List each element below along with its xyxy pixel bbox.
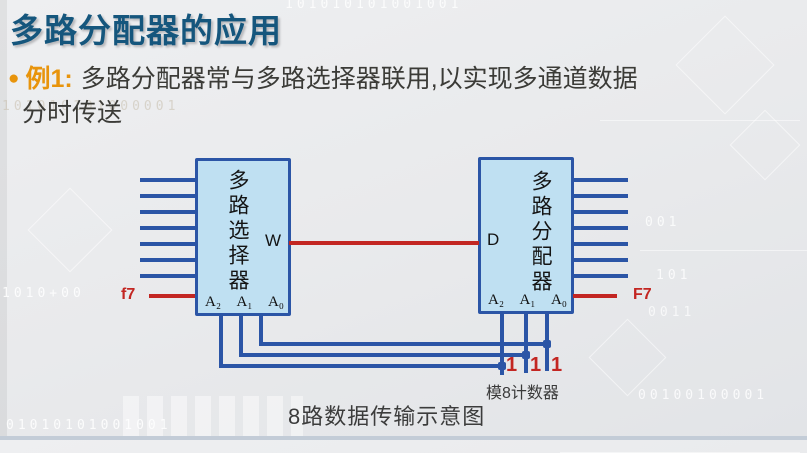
- circuit-diagram: 多路选择器 W A₂ A₁ A₀ 多路分配器 D A₂ A₁ A₀ f7 F7: [121, 157, 652, 429]
- demux-select-a1-label: A₁: [519, 292, 536, 308]
- demux-select-labels: A₂ A₁ A₀: [488, 292, 567, 309]
- demux-select-a0-label: A₀: [550, 292, 567, 308]
- counter-value: 1: [530, 354, 542, 376]
- demux-output-line: [573, 274, 628, 278]
- select-bus-a0-wire: [259, 342, 549, 346]
- demux-output-line: [573, 242, 628, 246]
- mux-block: 多路选择器 W A₂ A₁ A₀: [195, 158, 291, 316]
- mux-select-a2-wire: [219, 314, 223, 368]
- example-paragraph: ●例1:多路分配器常与多路选择器联用,以实现多通道数据 分时传送: [8, 62, 800, 130]
- mux-input-line: [140, 226, 195, 230]
- counter-value: 1: [506, 354, 518, 376]
- example-line-2: 分时传送: [22, 99, 123, 127]
- example-line-1: ●例1:多路分配器常与多路选择器联用,以实现多通道数据: [8, 62, 800, 96]
- demux-output-line: [573, 194, 628, 198]
- demux-output-line: [573, 210, 628, 214]
- counter-label: 模8计数器: [486, 385, 559, 402]
- mux-block-label: 多路选择器: [226, 169, 249, 294]
- bullet-icon: ●: [8, 68, 20, 89]
- mux-input-line: [140, 258, 195, 262]
- mux-input-line: [140, 178, 195, 182]
- demux-output-f7-label: F7: [633, 286, 652, 303]
- demux-select-a2-label: A₂: [488, 292, 505, 308]
- example-label: 例1:: [25, 65, 73, 93]
- demux-output-f7-line: [573, 294, 617, 298]
- mux-select-a2-label: A₂: [205, 294, 222, 310]
- mux-input-line: [140, 194, 195, 198]
- mux-select-a0-label: A₀: [267, 294, 284, 310]
- mux-select-a0-wire: [259, 314, 263, 346]
- mux-select-a1-label: A₁: [236, 294, 253, 310]
- junction-dot: [498, 362, 506, 370]
- select-bus-a2-wire: [219, 364, 506, 368]
- demux-input-port-label: D: [487, 230, 500, 249]
- w-to-d-wire: [289, 241, 479, 245]
- demux-block: 多路分配器 D A₂ A₁ A₀: [478, 157, 574, 314]
- demux-output-line: [573, 258, 628, 262]
- mux-input-line: [140, 274, 195, 278]
- demux-output-line: [573, 178, 628, 182]
- demux-output-line: [573, 226, 628, 230]
- demux-block-label: 多路分配器: [529, 170, 552, 295]
- mux-select-a1-wire: [239, 314, 243, 357]
- mux-select-labels: A₂ A₁ A₀: [205, 294, 284, 311]
- page-title: 多路分配器的应用: [10, 12, 282, 49]
- mux-input-f7-label: f7: [121, 286, 136, 303]
- counter-value: 1: [551, 354, 563, 376]
- demux-select-a1-wire: [524, 312, 528, 373]
- diagram-caption: 8路数据传输示意图: [288, 404, 486, 429]
- example-text: 多路分配器常与多路选择器联用,以实现多通道数据: [80, 65, 638, 93]
- mux-input-line: [140, 210, 195, 214]
- demux-select-a2-wire: [500, 312, 504, 375]
- junction-dot: [522, 351, 530, 359]
- mux-output-port-label: W: [264, 231, 281, 250]
- junction-dot: [543, 340, 551, 348]
- mux-input-f7-line: [149, 294, 195, 298]
- mux-input-line: [140, 242, 195, 246]
- select-bus-a1-wire: [239, 353, 529, 357]
